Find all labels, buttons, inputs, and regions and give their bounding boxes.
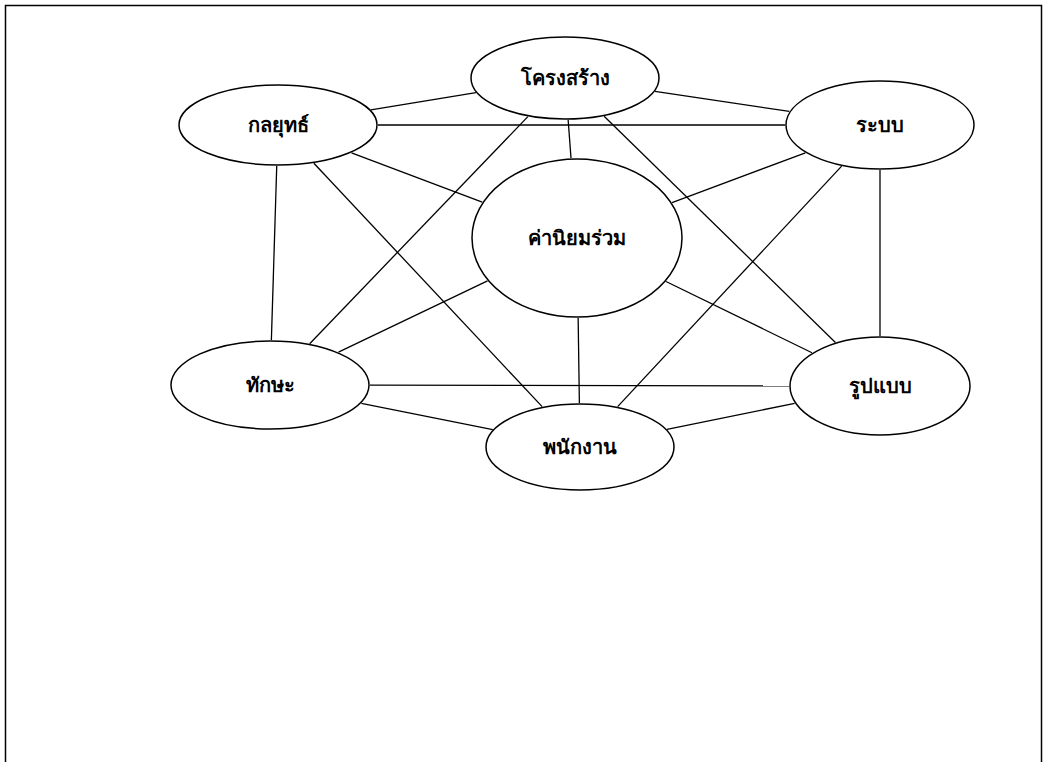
ellipse-node: ค่านิยมร่วม — [471, 158, 683, 318]
ellipse-shape — [486, 404, 674, 490]
connector-line — [338, 281, 487, 352]
node-label: พนักงาน — [543, 431, 617, 463]
ellipse-node: โครงสร้าง — [470, 36, 660, 120]
connector-line — [667, 403, 795, 429]
ellipse-node: ทักษะ — [170, 340, 370, 430]
ellipse-shape — [786, 81, 974, 169]
connector-line — [568, 120, 571, 158]
node-label: โครงสร้าง — [521, 62, 610, 94]
ellipse-shape — [171, 341, 369, 429]
connector-line — [666, 281, 812, 352]
ellipse-shape — [471, 37, 659, 119]
connector-line — [879, 170, 880, 336]
connector-line — [655, 91, 789, 111]
ellipse-shape — [472, 159, 682, 317]
connector-line — [352, 153, 483, 202]
ellipse-shape — [179, 85, 377, 165]
ellipse-node: ระบบ — [785, 80, 975, 170]
connector-line — [271, 166, 276, 340]
ellipse-node: รูปแบบ — [789, 336, 971, 436]
frame-border — [6, 6, 1042, 762]
ellipse-node: พนักงาน — [485, 403, 675, 491]
node-label: รูปแบบ — [849, 370, 912, 402]
node-label: ค่านิยมร่วม — [528, 222, 626, 254]
connector-line — [578, 318, 579, 403]
connector-line — [370, 385, 789, 387]
ellipse-shape — [790, 337, 970, 435]
connector-line — [361, 403, 492, 429]
connector-line — [672, 153, 805, 203]
node-label: กลยุทธ์ — [248, 109, 309, 141]
node-label: ระบบ — [856, 109, 904, 141]
ellipse-node: กลยุทธ์ — [178, 84, 378, 166]
connector-line — [371, 93, 476, 110]
node-label: ทักษะ — [246, 369, 295, 401]
connector-line — [378, 124, 785, 125]
